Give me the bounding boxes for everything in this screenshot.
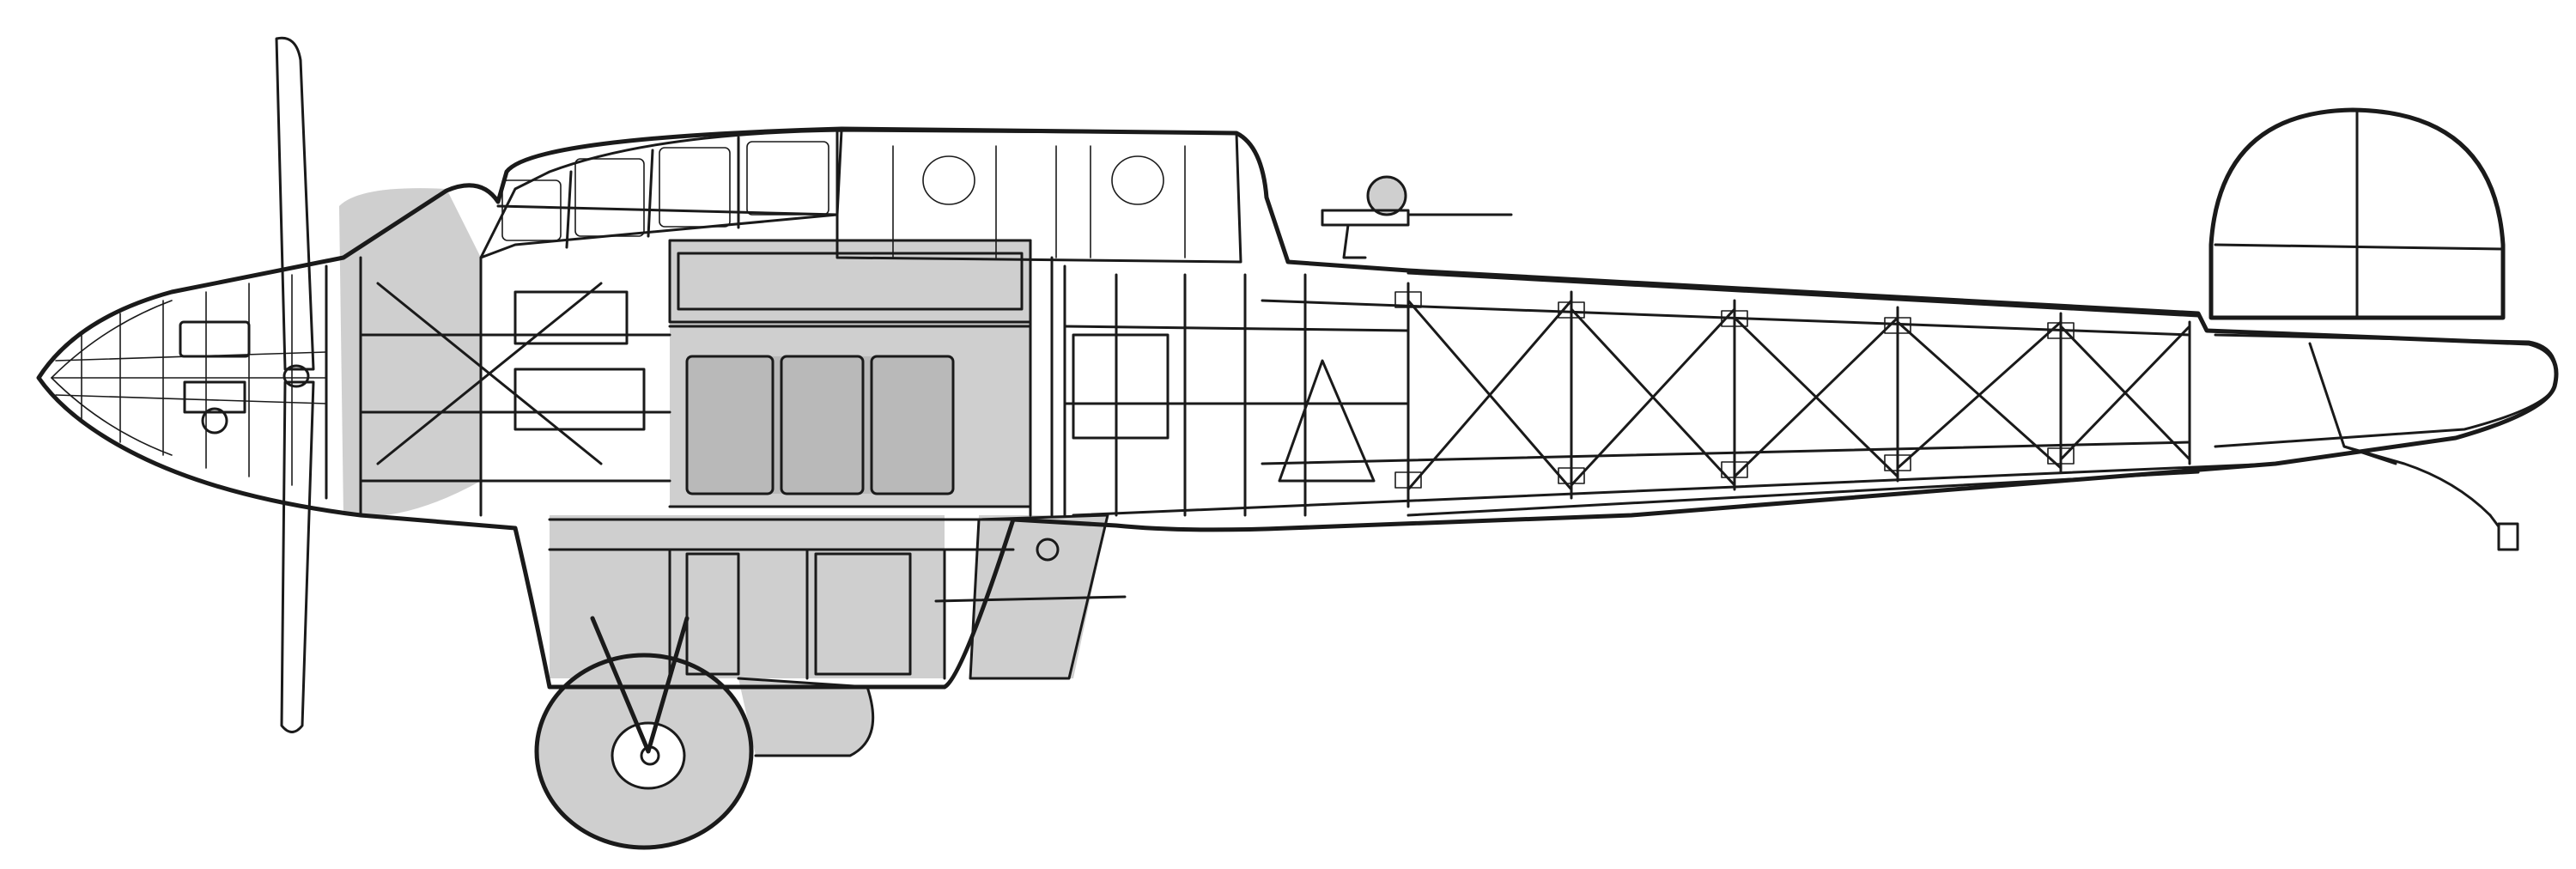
canopy-glazing — [501, 141, 829, 241]
main-landing-gear — [534, 616, 875, 850]
wheel-fairing-shade — [738, 678, 873, 756]
bomb-bay-shade — [550, 515, 945, 678]
propeller — [275, 36, 315, 733]
dorsal-machine-gun — [1321, 175, 1513, 259]
propeller-hub — [283, 364, 310, 388]
nose-cowling-shade — [339, 188, 481, 517]
main-gear-strut — [590, 616, 690, 754]
main-wheel-tyre — [534, 653, 754, 850]
engine-section — [179, 256, 671, 517]
ventral-gondola-shade — [970, 515, 1108, 678]
rear-fuselage-truss — [1072, 271, 2277, 517]
truss-joint-plates — [1394, 291, 2075, 489]
mid-fuselage-frames — [1063, 264, 1410, 517]
horizontal-stabilizer — [2214, 333, 2558, 448]
fin-rib — [2214, 243, 2505, 251]
tail-wheel-assembly — [2308, 342, 2519, 551]
rear-cabin-frame — [835, 129, 1242, 264]
engine-block-shade — [687, 356, 953, 494]
cabin-portholes — [892, 145, 1186, 258]
wheel-fairing — [737, 677, 875, 757]
cockpit-canopy — [479, 129, 843, 259]
propeller-blade-upper — [275, 36, 315, 371]
propeller-blade-lower — [280, 380, 315, 733]
main-wheel-hub — [611, 721, 686, 790]
tail-section — [2208, 107, 2558, 551]
cockpit-interior — [668, 239, 1054, 517]
